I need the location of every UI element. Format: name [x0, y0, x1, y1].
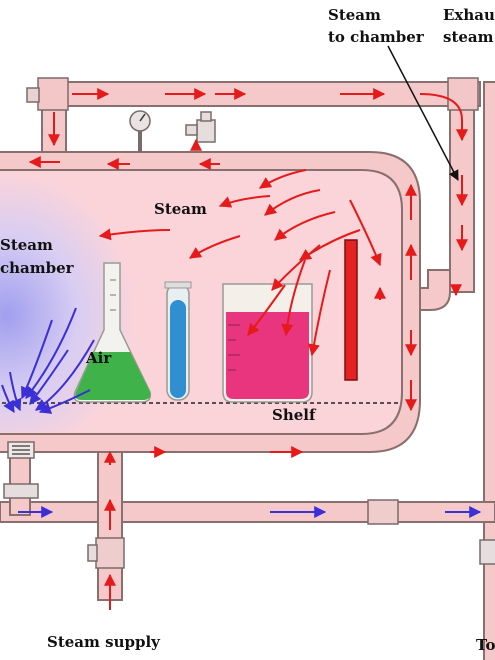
label-steam-supply: Steam supply: [47, 633, 161, 651]
baffle-bar: [344, 239, 358, 381]
supply-valve-icon: [95, 537, 125, 569]
air-flow-arrows: [1, 307, 482, 518]
bottom-pipe-joint: [367, 499, 399, 525]
exhaust-pipe: [483, 81, 495, 660]
beaker: [222, 283, 313, 403]
tube-liquid: [170, 300, 186, 398]
label-steam-to-chamber-1: Steam: [328, 6, 381, 24]
label-exhaust-2: steam: [443, 28, 494, 46]
exhaust-valve-icon: [479, 539, 495, 565]
label-steam-to-chamber-2: to chamber: [328, 28, 425, 46]
label-to: To: [476, 636, 495, 654]
labels: Steam to chamber Exhau steam Steam Steam…: [0, 6, 495, 654]
leader-lines: [387, 45, 459, 181]
label-shelf: Shelf: [272, 406, 317, 424]
flask-liquid: [75, 352, 151, 400]
top-right-elbow-joint: [447, 77, 479, 111]
label-air: Air: [85, 349, 112, 367]
steam-flow-arrows: [28, 88, 468, 610]
label-steam-chamber-2: chamber: [0, 259, 75, 277]
label-exhaust-1: Exhau: [443, 6, 495, 24]
flask: [73, 262, 152, 403]
left-valve-handle: [26, 87, 40, 103]
bottom-drain-pipe: [0, 501, 495, 523]
label-steam: Steam: [154, 200, 207, 218]
test-tube: [164, 281, 192, 401]
label-steam-chamber-1: Steam: [0, 236, 53, 254]
drain-valve-icon: [3, 483, 39, 499]
safety-valve-icon: [196, 119, 216, 143]
top-left-elbow-joint: [37, 77, 69, 111]
fittings: [3, 77, 495, 569]
